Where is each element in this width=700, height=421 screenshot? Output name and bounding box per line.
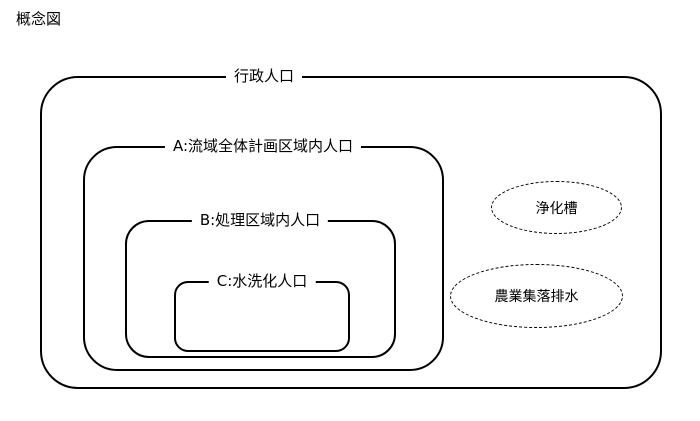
basin-plan-population-label: A:流域全体計画区域内人口 xyxy=(164,137,362,155)
septic-tank-label: 浄化槽 xyxy=(535,200,578,217)
rural-drainage-label: 農業集落排水 xyxy=(494,289,579,305)
septic-tank-ellipse: 浄化槽 xyxy=(491,181,622,234)
flush-toilet-population-label: C:水洗化人口 xyxy=(208,272,316,290)
administrative-population-label: 行政人口 xyxy=(225,67,303,85)
rural-drainage-ellipse: 農業集落排水 xyxy=(450,264,623,328)
flush-toilet-population-region xyxy=(174,281,350,352)
administrative-population-region xyxy=(40,76,662,389)
page-title: 概念図 xyxy=(16,10,62,28)
treatment-area-population-label: B:処理区域内人口 xyxy=(191,211,329,229)
